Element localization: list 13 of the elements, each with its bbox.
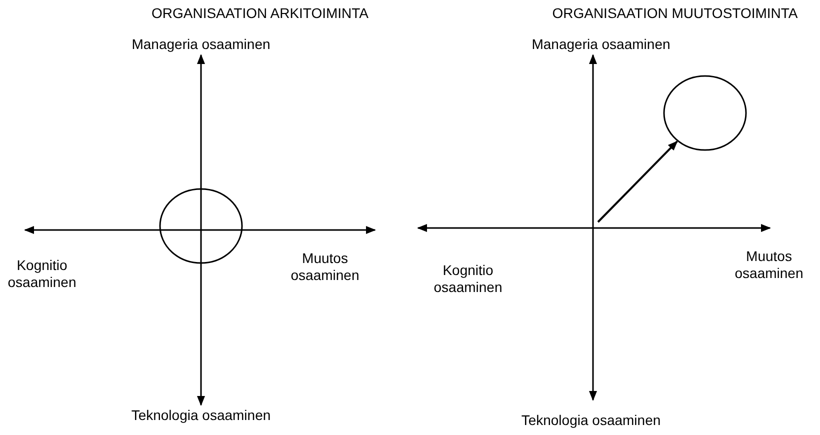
title: ORGANISAATION ARKITOIMINTA (150, 5, 370, 22)
axis-label: Manageria osaaminen (130, 36, 272, 53)
axis-label: Teknologia osaaminen (130, 407, 272, 424)
axis-label: Muutos osaaminen (734, 248, 804, 282)
ellipse-shape (663, 75, 747, 151)
arrow (597, 140, 678, 223)
axis-label: Kognitio osaaminen (432, 262, 504, 296)
axis-label: Teknologia osaaminen (520, 412, 662, 429)
title: ORGANISAATION MUUTOSTOIMINTA (551, 5, 799, 22)
axis-label: Muutos osaaminen (290, 250, 360, 284)
axis-label: Manageria osaaminen (530, 36, 672, 53)
ellipse-shape (159, 188, 243, 264)
axis-label: Kognitio osaaminen (6, 257, 78, 291)
